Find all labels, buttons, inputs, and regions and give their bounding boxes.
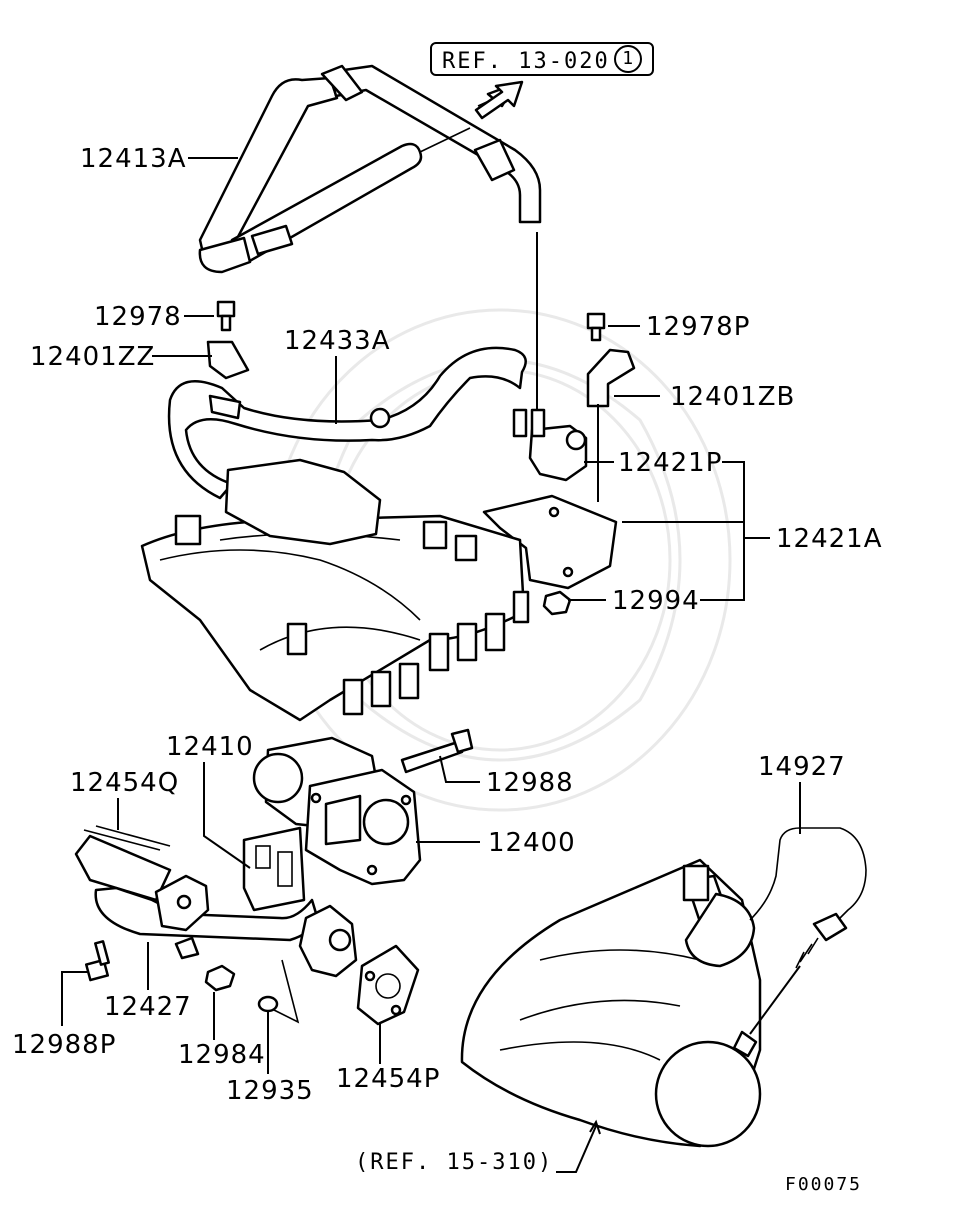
solenoid-valve-12421P xyxy=(512,408,588,482)
ref-13-020-text: REF. 13-020 xyxy=(442,49,610,74)
bolt-12988P xyxy=(84,940,110,982)
bolt-12978 xyxy=(216,300,236,332)
bracket-12401ZB xyxy=(586,348,636,408)
label-12454Q[interactable]: 12454Q xyxy=(70,768,180,798)
label-12401ZB[interactable]: 12401ZB xyxy=(670,382,796,412)
label-12427[interactable]: 12427 xyxy=(104,992,192,1022)
label-12978P[interactable]: 12978P xyxy=(646,312,751,342)
label-12978[interactable]: 12978 xyxy=(94,302,182,332)
heat-shield-12454Q xyxy=(74,825,172,902)
zigzag-indicator xyxy=(273,959,300,1024)
gasket-12454P xyxy=(356,944,420,1026)
egr-valve-12400 xyxy=(252,736,422,886)
ref-15-310-text[interactable]: (REF. 15-310) xyxy=(355,1150,554,1175)
hose-assembly-12413A xyxy=(198,64,542,274)
gasket-12410 xyxy=(242,826,306,912)
label-12984[interactable]: 12984 xyxy=(178,1040,266,1070)
ref-arrow-icon xyxy=(474,80,524,120)
label-14927[interactable]: 14927 xyxy=(758,752,846,782)
bolt-12978P xyxy=(586,312,606,342)
nut-12994 xyxy=(542,590,572,616)
label-12988P[interactable]: 12988P xyxy=(12,1030,117,1060)
egr-pipe-12427 xyxy=(94,874,358,978)
label-12988[interactable]: 12988 xyxy=(486,768,574,798)
figure-code: F00075 xyxy=(785,1174,863,1195)
intake-manifold xyxy=(140,458,530,722)
label-12935[interactable]: 12935 xyxy=(226,1076,314,1106)
label-12401ZZ[interactable]: 12401ZZ xyxy=(30,342,156,372)
exhaust-converter xyxy=(460,858,762,1148)
label-12421A[interactable]: 12421A xyxy=(776,524,883,554)
leader-lines xyxy=(61,157,801,1173)
bracket-12421A xyxy=(482,494,618,590)
label-12994[interactable]: 12994 xyxy=(612,586,700,616)
label-12421P[interactable]: 12421P xyxy=(618,448,723,478)
washer-12935 xyxy=(257,995,279,1013)
bracket-12401ZZ xyxy=(206,340,250,380)
nut-12984 xyxy=(204,964,236,992)
hose-12433A xyxy=(167,346,527,500)
label-12410[interactable]: 12410 xyxy=(166,732,254,762)
temperature-sensor-14927 xyxy=(682,827,867,969)
label-12454P[interactable]: 12454P xyxy=(336,1064,441,1094)
label-12413A[interactable]: 12413A xyxy=(80,144,187,174)
label-12400[interactable]: 12400 xyxy=(488,828,576,858)
bolt-12988 xyxy=(400,728,474,774)
ref-circle-number: 1 xyxy=(613,45,642,73)
label-12433A[interactable]: 12433A xyxy=(284,326,391,356)
